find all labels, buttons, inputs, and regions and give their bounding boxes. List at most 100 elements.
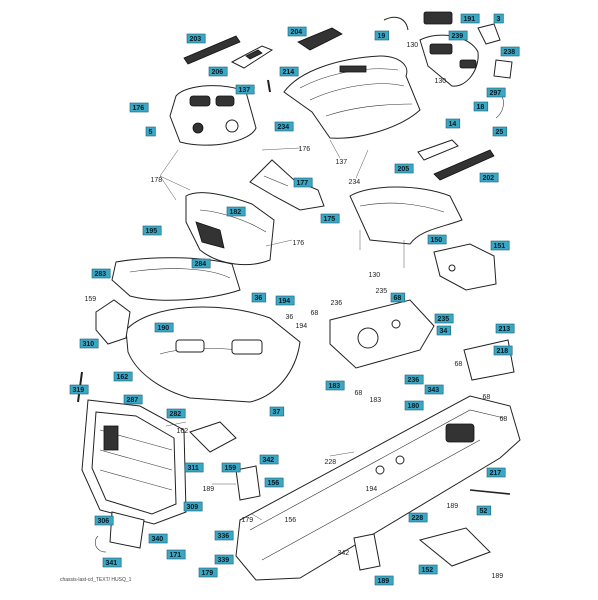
part-150-rear-frame <box>349 186 463 268</box>
callout-text: 156 <box>268 480 280 487</box>
callout-text: 238 <box>504 49 516 56</box>
callout-box <box>495 323 515 334</box>
callout-text: 68 <box>500 416 508 423</box>
callout-box <box>198 567 218 578</box>
part-177-bracket <box>249 159 325 211</box>
callout-label-l213: 213 <box>495 323 515 334</box>
callout-label-l205: 205 <box>394 163 414 174</box>
part-340-plate <box>109 511 145 549</box>
callout-text: 159 <box>85 296 97 303</box>
callout-box <box>214 554 234 565</box>
callout-label-l37: 37 <box>269 406 285 417</box>
callout-box <box>259 454 279 465</box>
callout-label-l195: 195 <box>142 225 162 236</box>
callout-label-l137b: 137 <box>336 159 348 166</box>
callout-label-l336: 336 <box>214 530 234 541</box>
callout-box <box>79 338 99 349</box>
part-342-bracket-left <box>235 465 261 501</box>
callout-label-l203: 203 <box>186 33 206 44</box>
callout-label-l159b: 159 <box>221 462 241 473</box>
callout-text: 283 <box>95 271 107 278</box>
callout-text: 341 <box>106 560 118 567</box>
callout-text: 234 <box>278 124 290 131</box>
callout-label-l287: 287 <box>123 394 143 405</box>
callout-text: 137 <box>336 159 348 166</box>
callout-label-l236: 236 <box>331 300 343 307</box>
part-151-bracket <box>433 243 497 291</box>
callout-label-l191: 191 <box>460 13 480 24</box>
callout-label-l179b: 179 <box>198 567 218 578</box>
callout-text: 130 <box>435 78 447 85</box>
callout-box <box>275 295 295 306</box>
callout-label-l152: 152 <box>418 564 438 575</box>
part-137-pin <box>267 79 271 93</box>
callout-text: 152 <box>422 567 434 574</box>
diagram-footer-text: chassis-last-cd_TEXT/ HUSQ_1 <box>60 577 132 583</box>
callout-text: 52 <box>480 508 488 515</box>
callout-box <box>424 384 444 395</box>
callout-label-l162b: 162 <box>177 428 189 435</box>
part-dash-panel <box>169 85 257 146</box>
callout-text: 194 <box>279 298 291 305</box>
callout-text: 183 <box>329 383 341 390</box>
callout-text: 159 <box>225 465 237 472</box>
callout-text: 297 <box>490 90 502 97</box>
callout-box <box>448 30 468 41</box>
callout-box <box>404 400 424 411</box>
callout-box <box>214 530 234 541</box>
callout-text: 180 <box>408 403 420 410</box>
callout-label-l156b: 156 <box>285 517 297 524</box>
callout-box <box>154 322 174 333</box>
callout-label-l283: 283 <box>91 268 111 279</box>
callout-box <box>445 118 461 129</box>
callout-text: 19 <box>378 33 386 40</box>
part-235-plate <box>329 299 435 369</box>
callout-box <box>166 549 186 560</box>
callout-box <box>473 101 489 112</box>
part-311-plate <box>189 421 237 453</box>
callout-label-l306: 306 <box>94 515 114 526</box>
callout-box <box>279 66 299 77</box>
callout-box <box>221 462 241 473</box>
part-341-hook <box>94 535 107 553</box>
callout-text: 178 <box>151 177 163 184</box>
callout-box <box>394 163 414 174</box>
part-206-bracket <box>230 45 274 69</box>
callout-box <box>486 87 506 98</box>
callout-label-l206: 206 <box>208 66 228 77</box>
callout-label-l228b: 228 <box>408 512 428 523</box>
callout-text: 34 <box>440 328 448 335</box>
callout-text: 189 <box>492 573 504 580</box>
callout-box <box>102 557 122 568</box>
callout-box <box>436 325 452 336</box>
callout-text: 150 <box>431 237 443 244</box>
callout-box <box>320 213 340 224</box>
callout-box <box>113 371 133 382</box>
callout-label-l176a: 176 <box>129 102 149 113</box>
callout-text: 176 <box>133 105 145 112</box>
part-306-grille <box>81 399 187 525</box>
callout-label-l319: 319 <box>69 384 89 395</box>
callout-label-l179: 179 <box>242 517 254 524</box>
callout-box <box>374 575 394 586</box>
callout-text: 191 <box>464 16 476 23</box>
callout-label-l189b: 189 <box>447 503 459 510</box>
callout-text: 343 <box>428 387 440 394</box>
part-203-strip <box>183 35 241 65</box>
callout-text: 189 <box>447 503 459 510</box>
callout-label-l297: 297 <box>486 87 506 98</box>
callout-text: 206 <box>212 69 224 76</box>
callout-box <box>434 313 454 324</box>
callout-box <box>493 345 513 356</box>
part-204-cover <box>297 27 343 51</box>
callout-label-l68d: 68 <box>483 394 491 401</box>
callout-text: 156 <box>285 517 297 524</box>
callout-label-l342b: 342 <box>338 550 350 557</box>
callout-text: 182 <box>230 209 242 216</box>
part-283-fender-top <box>111 257 241 301</box>
callout-label-l176b: 176 <box>299 146 311 153</box>
callout-text: 203 <box>190 36 202 43</box>
callout-box <box>269 406 285 417</box>
